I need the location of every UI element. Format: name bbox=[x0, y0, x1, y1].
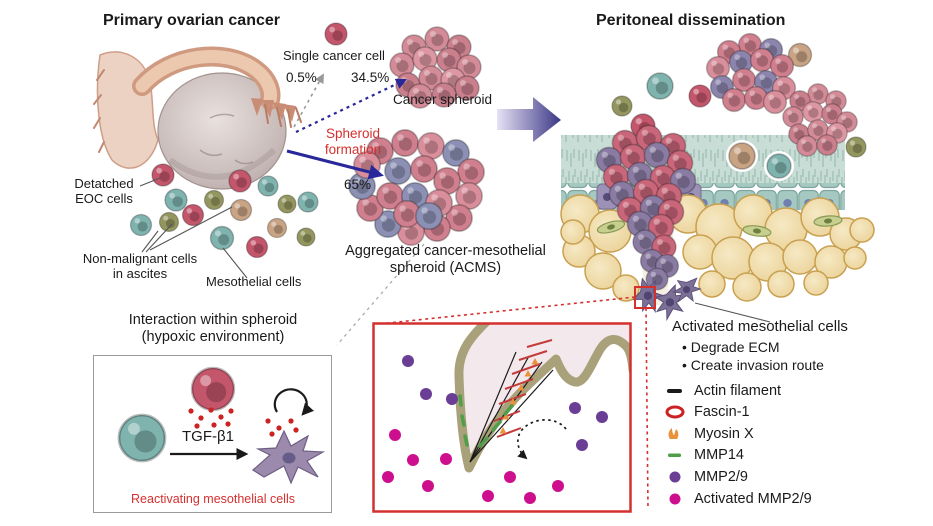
actin-filament-icon bbox=[667, 389, 682, 393]
legend-label: MMP2/9 bbox=[694, 469, 748, 485]
legend-item-myosin: Myosin X bbox=[664, 426, 754, 442]
nonmalignant-line1: Non-malignant cells bbox=[82, 251, 198, 266]
feedback-arrow bbox=[273, 388, 314, 416]
invading-acms bbox=[595, 124, 707, 324]
cancer-spheroid-label: Cancer spheroid bbox=[393, 92, 493, 107]
nonmalignant-label: Non-malignant cells in ascites bbox=[60, 251, 220, 282]
interaction-title-line1: Interaction within spheroid bbox=[128, 312, 298, 328]
secretion-arrow bbox=[516, 419, 567, 460]
spheroid-formation-label: Spheroid formation bbox=[315, 126, 391, 157]
primary-title: Primary ovarian cancer bbox=[103, 12, 280, 29]
legend-item-fascin: Fascin-1 bbox=[664, 404, 750, 420]
interaction-title-line2: (hypoxic environment) bbox=[141, 328, 285, 345]
detached-line1: Detatched bbox=[74, 176, 134, 191]
interaction-box-illustration bbox=[117, 366, 326, 485]
tgf-label: TGF-β1 bbox=[182, 428, 234, 445]
ovary-illustration bbox=[93, 46, 302, 190]
spheroid-formation-line1: Spheroid bbox=[325, 126, 381, 141]
legend-item-mmp14: MMP14 bbox=[664, 447, 744, 463]
single-cancer-cell-label: Single cancer cell bbox=[283, 48, 385, 63]
formation-arrows bbox=[286, 73, 407, 180]
legend-item-mmp29: MMP2/9 bbox=[664, 469, 748, 485]
legend-item-actin: Actin filament bbox=[664, 383, 781, 399]
legend-label: MMP14 bbox=[694, 447, 744, 463]
adipose-layer bbox=[560, 194, 875, 302]
floating-acms-spheroid bbox=[705, 32, 797, 115]
mmp29-dots bbox=[402, 355, 608, 451]
floating-cells bbox=[611, 32, 867, 181]
spheroid-formation-line2: formation bbox=[324, 141, 382, 157]
activated-mmp29-icon bbox=[669, 493, 681, 505]
transition-arrow bbox=[497, 97, 561, 142]
mmp29-icon bbox=[669, 471, 681, 483]
myosin-x-icon bbox=[668, 428, 679, 439]
activated-bullet-1: • Degrade ECM bbox=[682, 339, 780, 355]
single-cancer-cell-icon bbox=[324, 22, 348, 46]
acms-label: Aggregated cancer-mesothelial spheroid (… bbox=[318, 243, 573, 276]
acms-label-line1: Aggregated cancer-mesothelial bbox=[345, 243, 546, 259]
legend-label: Actin filament bbox=[694, 383, 782, 399]
activated-mmp29-dots bbox=[382, 429, 564, 504]
peritoneal-title: Peritoneal dissemination bbox=[596, 12, 786, 29]
mmp14-icon bbox=[668, 453, 681, 457]
pct-single-cell: 0.5% bbox=[286, 70, 317, 85]
fascin1-icon bbox=[665, 405, 685, 419]
activated-mesothelial-header: Activated mesothelial cells bbox=[672, 318, 848, 335]
nonmalignant-line2: in ascites bbox=[112, 265, 168, 281]
pct-cancer-spheroid: 34.5% bbox=[351, 70, 390, 85]
acms-label-line2: spheroid (ACMS) bbox=[389, 259, 502, 276]
pointer-lines bbox=[139, 177, 771, 346]
legend-item-activated-mmp29: Activated MMP2/9 bbox=[664, 491, 812, 507]
mmp14-markers bbox=[458, 394, 514, 448]
detached-eoc-label: Detatched EOC cells bbox=[66, 176, 142, 207]
interaction-title: Interaction within spheroid (hypoxic env… bbox=[95, 312, 331, 345]
reactivating-caption: Reactivating mesothelial cells bbox=[131, 492, 295, 506]
pct-acms: 65% bbox=[344, 177, 372, 192]
reactivated-mesothelial-cell bbox=[252, 429, 326, 485]
activated-bullet-2: • Create invasion route bbox=[682, 357, 824, 373]
myosin-x-markers bbox=[499, 358, 539, 434]
zoom-indicator bbox=[378, 286, 656, 510]
legend-label: Fascin-1 bbox=[694, 404, 750, 420]
legend-label: Activated MMP2/9 bbox=[694, 491, 812, 507]
legend-label: Myosin X bbox=[694, 426, 754, 442]
interaction-box bbox=[93, 355, 332, 513]
detached-line2: EOC cells bbox=[75, 190, 133, 206]
invadopodia-detail-box bbox=[372, 322, 632, 513]
mesothelial-cells-label: Mesothelial cells bbox=[206, 274, 302, 289]
